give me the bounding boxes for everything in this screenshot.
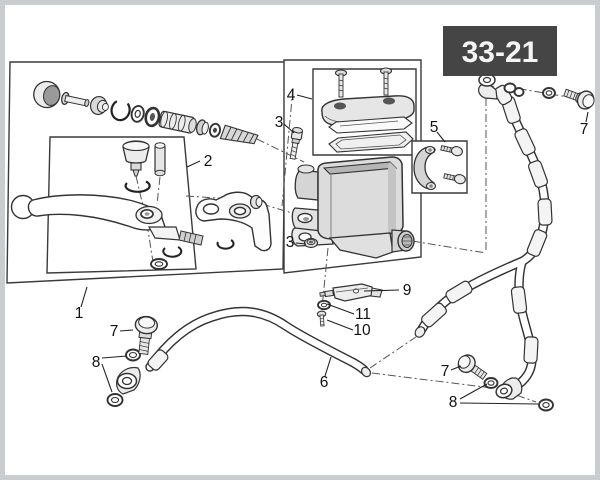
banjo-bolt-top-right [563,88,595,110]
washer-8d [538,398,554,412]
brake-lever-drawing [10,194,204,270]
hose-end-nipple [360,366,372,378]
banjo-fitting-bottom-left [106,315,159,407]
page-badge: 33-21 [443,26,557,76]
reservoir-cap-kit [321,67,415,153]
page-badge-label: 33-21 [462,36,539,69]
part-label-3-top: 3 [275,114,284,131]
part-label-4: 4 [287,87,296,104]
washer-8b [106,393,124,407]
part-label-7-bottomright: 7 [441,363,450,380]
part-label-6: 6 [320,374,329,391]
part-label-7-bottomleft: 7 [110,323,119,340]
washer-8c [483,377,499,389]
part-label-2: 2 [204,153,213,170]
callout-labels: 1 2 3 3 4 5 6 7 7 7 8 8 9 10 11 [75,87,589,411]
banjo-fitting-top-right [478,73,595,110]
part-label-5: 5 [430,119,439,136]
part-label-8-bottomright: 8 [449,394,458,411]
part-label-3-bottom: 3 [286,234,295,251]
part-label-11: 11 [355,306,371,323]
part-label-9: 9 [403,282,412,299]
piston-kit-exploded [33,80,259,145]
brake-hoses [145,84,553,389]
hose-end-nipple [414,326,426,338]
part-label-10: 10 [353,322,371,339]
lever-perch-bracket [195,191,272,252]
part-label-1: 1 [75,305,84,322]
banjo-bolt-bottom-right [457,354,488,380]
part-label-8-bottomleft: 8 [92,354,101,371]
pivot-screw [289,127,304,160]
washer [542,87,556,99]
part-label-7-topright: 7 [580,121,589,138]
banjo-bolt-bottom-left [134,315,159,355]
banjo-fitting-bottom-right [457,354,554,412]
lever-adjuster-parts [122,140,166,193]
master-cylinder-drawing [291,156,415,259]
washer-8a [125,348,141,362]
handlebar-clamp-kit [413,145,466,191]
callout-leader-lines [80,94,589,405]
page-badge-background [443,26,557,76]
pivot-nut [303,237,319,249]
brake-switch-kit [316,283,383,327]
